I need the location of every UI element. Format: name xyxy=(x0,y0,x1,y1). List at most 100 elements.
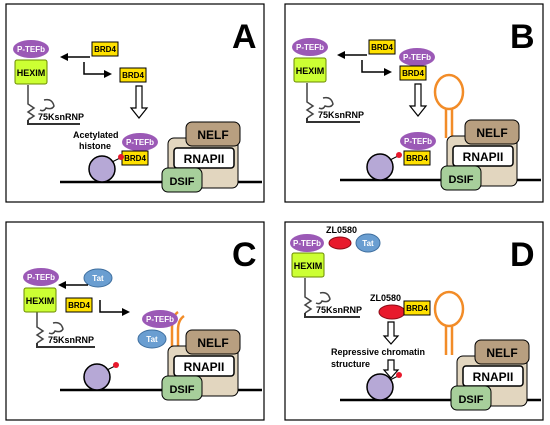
repressive-label: Repressive chromatin xyxy=(331,347,425,357)
dsif-label: DSIF xyxy=(448,174,473,186)
rna-stem xyxy=(444,325,454,355)
ptefb-label: P-TEFb xyxy=(403,53,431,62)
snrnp-stem xyxy=(35,308,45,344)
snrnp-loop xyxy=(39,98,55,112)
down-arrow xyxy=(129,85,149,119)
dsif-label: DSIF xyxy=(169,384,194,396)
nucleosome xyxy=(83,363,111,391)
dsif-label: DSIF xyxy=(169,176,194,188)
brd4-label: BRD4 xyxy=(94,45,116,54)
rnapii-box xyxy=(173,147,235,169)
tat-label: Tat xyxy=(146,335,158,344)
ptefb-ellipse xyxy=(400,132,436,150)
ptefb-ellipse xyxy=(122,133,158,151)
rnapii-label: RNAPII xyxy=(463,150,504,164)
brd4-label: BRD4 xyxy=(68,301,90,310)
ptefb-ellipse xyxy=(23,268,59,286)
ptefb-label: P-TEFb xyxy=(296,43,324,52)
brd4-box xyxy=(119,67,147,83)
acetyl-mark xyxy=(118,154,124,160)
zl0580-molecule xyxy=(328,236,352,250)
snrnp-baseline xyxy=(36,343,95,348)
panel-b: B 75KsnRNP HEXIM P-TEFb BRD4 P-TEFb BRD4… xyxy=(284,3,544,203)
dsif-box xyxy=(440,165,482,191)
brd4-box xyxy=(403,300,431,316)
nelf-label: NELF xyxy=(486,346,517,360)
nelf-box xyxy=(464,119,520,145)
nelf-box xyxy=(185,121,241,147)
ptefb-ellipse xyxy=(292,38,328,56)
ptefb-ellipse xyxy=(142,310,178,328)
panel-a-letter: A xyxy=(232,18,257,56)
panel-a: A 75KsnRNP HEXIM P-TEFb BRD4 BRD4 Acetyl… xyxy=(5,3,265,203)
nucleosome xyxy=(88,155,116,183)
acetyl-mark xyxy=(396,152,402,158)
panel-b-letter: B xyxy=(510,18,535,56)
hexim-label: HEXIM xyxy=(26,296,55,306)
brd4-label: BRD4 xyxy=(124,154,146,163)
recruit-arrow xyxy=(361,60,392,76)
ptefb-label: P-TEFb xyxy=(293,239,321,248)
tat-ellipse xyxy=(83,268,113,288)
brd4-label: BRD4 xyxy=(402,69,424,78)
tat-ellipse xyxy=(137,329,167,349)
ptefb-ellipse xyxy=(13,40,49,58)
snrnp-stem xyxy=(303,278,313,314)
acetyl-mark xyxy=(396,372,402,378)
brd4-box xyxy=(65,297,93,313)
dsif-box xyxy=(450,385,492,411)
snrnp-loop xyxy=(48,321,64,335)
snrnp-label: 75KsnRNP xyxy=(48,335,94,345)
hexim-box xyxy=(14,59,48,85)
hexim-label: HEXIM xyxy=(17,68,46,78)
acetylated-label: Acetylated xyxy=(73,130,119,140)
down-arrow xyxy=(382,321,400,345)
dsif-label: DSIF xyxy=(458,394,483,406)
brd4-label: BRD4 xyxy=(371,43,393,52)
rnapii-box xyxy=(173,355,235,377)
ptefb-label: P-TEFb xyxy=(17,45,45,54)
snrnp-loop xyxy=(318,96,334,110)
brd4-label: BRD4 xyxy=(406,304,428,313)
nelf-box xyxy=(185,329,241,355)
nucleosome xyxy=(366,153,394,181)
down-arrow xyxy=(382,359,400,379)
snrnp-label: 75KsnRNP xyxy=(38,112,84,122)
recruit-arrow xyxy=(83,62,112,78)
tat-ellipse xyxy=(355,233,381,253)
zl0580-label: ZL0580 xyxy=(326,225,357,235)
nucleosome xyxy=(366,373,394,401)
hexim-box xyxy=(23,287,57,313)
nelf-label: NELF xyxy=(197,336,228,350)
acetyl-mark xyxy=(113,362,119,368)
dsif-box xyxy=(161,167,203,193)
ptefb-ellipse xyxy=(290,234,324,252)
ptefb-label: P-TEFb xyxy=(404,137,432,146)
tat-label: Tat xyxy=(92,274,104,283)
hexim-label: HEXIM xyxy=(296,66,325,76)
rnapii-box xyxy=(452,145,514,167)
snrnp-stem xyxy=(305,83,315,119)
nelf-box xyxy=(474,339,530,365)
hexim-box xyxy=(291,252,325,278)
panel-d-letter: D xyxy=(510,236,535,274)
hexim-label: HEXIM xyxy=(294,261,323,271)
panel-c-letter: C xyxy=(232,236,257,274)
rnapii-box xyxy=(462,365,524,387)
rna-loop xyxy=(433,73,465,111)
panel-d: D P-TEFb ZL0580 Tat HEXIM 75KsnRNP ZL058… xyxy=(284,221,544,421)
rna-stem xyxy=(444,108,454,138)
nelf-label: NELF xyxy=(197,128,228,142)
down-arrow xyxy=(408,83,428,117)
rna-loop xyxy=(433,290,465,328)
histone-label: histone xyxy=(79,141,111,151)
ptefb-label: P-TEFb xyxy=(126,138,154,147)
brd4-box xyxy=(91,41,119,57)
snrnp-label: 75KsnRNP xyxy=(316,305,362,315)
snrnp-label: 75KsnRNP xyxy=(318,110,364,120)
structure-label: structure xyxy=(331,359,370,369)
zl0580-molecule xyxy=(378,304,406,320)
dsif-box xyxy=(161,375,203,401)
panel-c: C 75KsnRNP HEXIM P-TEFb Tat BRD4 P-TEFb … xyxy=(5,221,265,421)
